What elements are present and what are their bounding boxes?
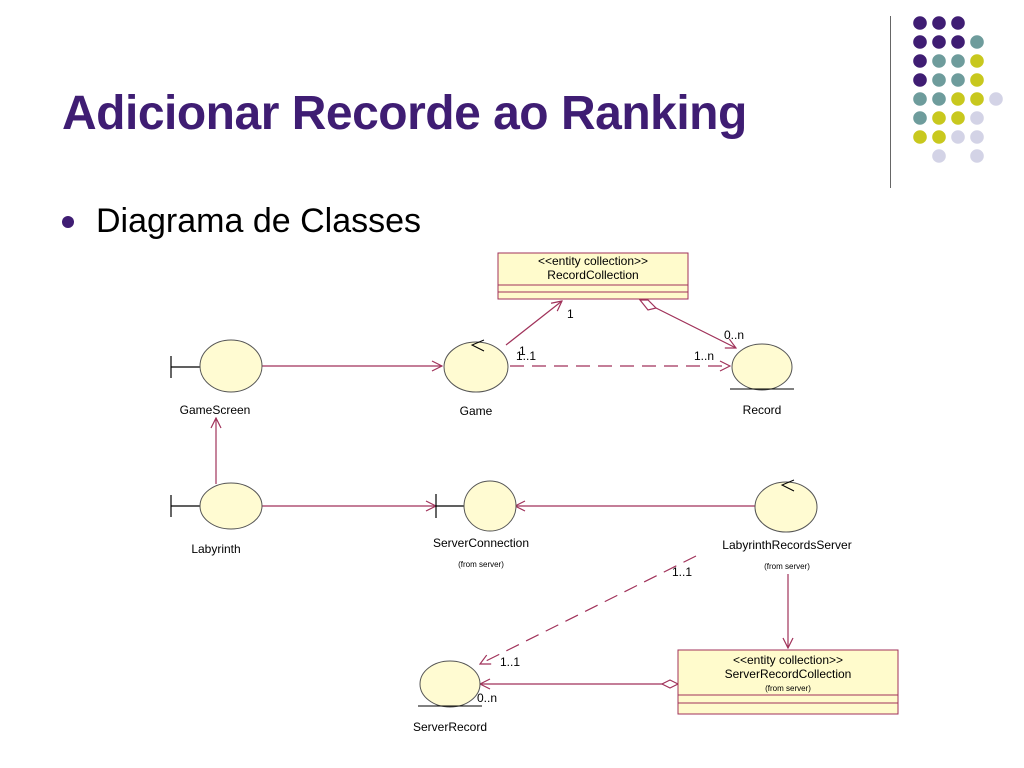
decor-dot bbox=[970, 149, 984, 163]
node-label: ServerRecord bbox=[413, 720, 487, 734]
decor-dot bbox=[970, 130, 984, 144]
box-recordcollection: <<entity collection>> RecordCollection bbox=[497, 252, 689, 300]
node-serverrecord: ServerRecord bbox=[413, 660, 487, 734]
decor-dot bbox=[913, 54, 927, 68]
edge-game-recordcollection bbox=[505, 301, 562, 346]
node-label: Labyrinth bbox=[191, 542, 240, 556]
multiplicity-label: 0..n bbox=[477, 691, 497, 705]
node-package: (from server) bbox=[764, 562, 810, 571]
box-name: ServerRecordCollection bbox=[725, 667, 852, 681]
decor-dot bbox=[970, 54, 984, 68]
decor-dot bbox=[932, 16, 946, 30]
box-stereotype: <<entity collection>> bbox=[538, 254, 648, 268]
decor-dot bbox=[970, 35, 984, 49]
decor-dot bbox=[989, 92, 1003, 106]
multiplicity-label: 1 bbox=[519, 344, 526, 358]
node-record: Record bbox=[730, 343, 794, 417]
decor-dot bbox=[913, 35, 927, 49]
bullet-icon bbox=[62, 215, 74, 228]
decorative-dot-grid bbox=[913, 16, 1003, 163]
decor-dot bbox=[951, 16, 965, 30]
decorative-divider bbox=[890, 16, 891, 188]
node-label: GameScreen bbox=[180, 403, 251, 417]
decor-dot bbox=[951, 35, 965, 49]
decor-dot bbox=[932, 111, 946, 125]
edge-recordcollection-record bbox=[655, 307, 736, 348]
decor-dot bbox=[913, 111, 927, 125]
node-label: ServerConnection bbox=[433, 536, 529, 550]
decor-dot bbox=[970, 111, 984, 125]
decor-dot bbox=[951, 54, 965, 68]
decor-dot bbox=[913, 16, 927, 30]
decor-dot bbox=[932, 92, 946, 106]
decor-dot bbox=[932, 149, 946, 163]
multiplicity-label: 1..n bbox=[694, 349, 714, 363]
multiplicity-label: 0..n bbox=[724, 328, 744, 342]
decor-dot bbox=[932, 54, 946, 68]
decor-dot bbox=[932, 130, 946, 144]
multiplicity-labels: 1 1 1..1 0..n 1..n 1..1 1..1 0..n bbox=[477, 307, 744, 705]
bullet-item: Diagrama de Classes bbox=[62, 202, 421, 241]
box-name: RecordCollection bbox=[547, 268, 638, 282]
edge-lrs-serverrecord-dashed bbox=[480, 555, 697, 664]
control-arrow-icon bbox=[780, 479, 795, 492]
box-serverrecordcollection: <<entity collection>> ServerRecordCollec… bbox=[677, 649, 899, 715]
node-game: Game bbox=[443, 339, 509, 418]
box-stereotype: <<entity collection>> bbox=[733, 653, 843, 667]
relations bbox=[216, 299, 788, 689]
node-labyrinthrecordsserver: LabyrinthRecordsServer (from server) bbox=[722, 479, 852, 571]
slide-title: Adicionar Recorde ao Ranking bbox=[62, 87, 747, 140]
node-serverconnection: ServerConnection (from server) bbox=[433, 480, 529, 569]
box-package: (from server) bbox=[765, 684, 811, 693]
multiplicity-label: 1..1 bbox=[500, 655, 520, 669]
decor-dot bbox=[932, 73, 946, 87]
node-label: Record bbox=[743, 403, 782, 417]
bullet-text: Diagrama de Classes bbox=[96, 202, 422, 240]
control-arrow-icon bbox=[470, 339, 485, 352]
node-labyrinth: Labyrinth bbox=[170, 482, 263, 556]
node-label: Game bbox=[460, 404, 493, 418]
decor-dot bbox=[951, 111, 965, 125]
decor-dot bbox=[932, 35, 946, 49]
node-gamescreen: GameScreen bbox=[170, 339, 263, 417]
decor-dot bbox=[951, 92, 965, 106]
aggregation-diamond-rc bbox=[638, 299, 658, 311]
multiplicity-label: 1..1 bbox=[516, 349, 536, 363]
decor-dot bbox=[913, 73, 927, 87]
node-label: LabyrinthRecordsServer bbox=[722, 538, 851, 552]
node-package: (from server) bbox=[458, 560, 504, 569]
decor-dot bbox=[970, 92, 984, 106]
decor-dot bbox=[913, 130, 927, 144]
decor-dot bbox=[970, 73, 984, 87]
decor-dot bbox=[951, 73, 965, 87]
multiplicity-label: 1 bbox=[567, 307, 574, 321]
decor-dot bbox=[913, 92, 927, 106]
multiplicity-label: 1..1 bbox=[672, 565, 692, 579]
decor-dot bbox=[951, 130, 965, 144]
aggregation-diamond-src bbox=[660, 679, 680, 689]
